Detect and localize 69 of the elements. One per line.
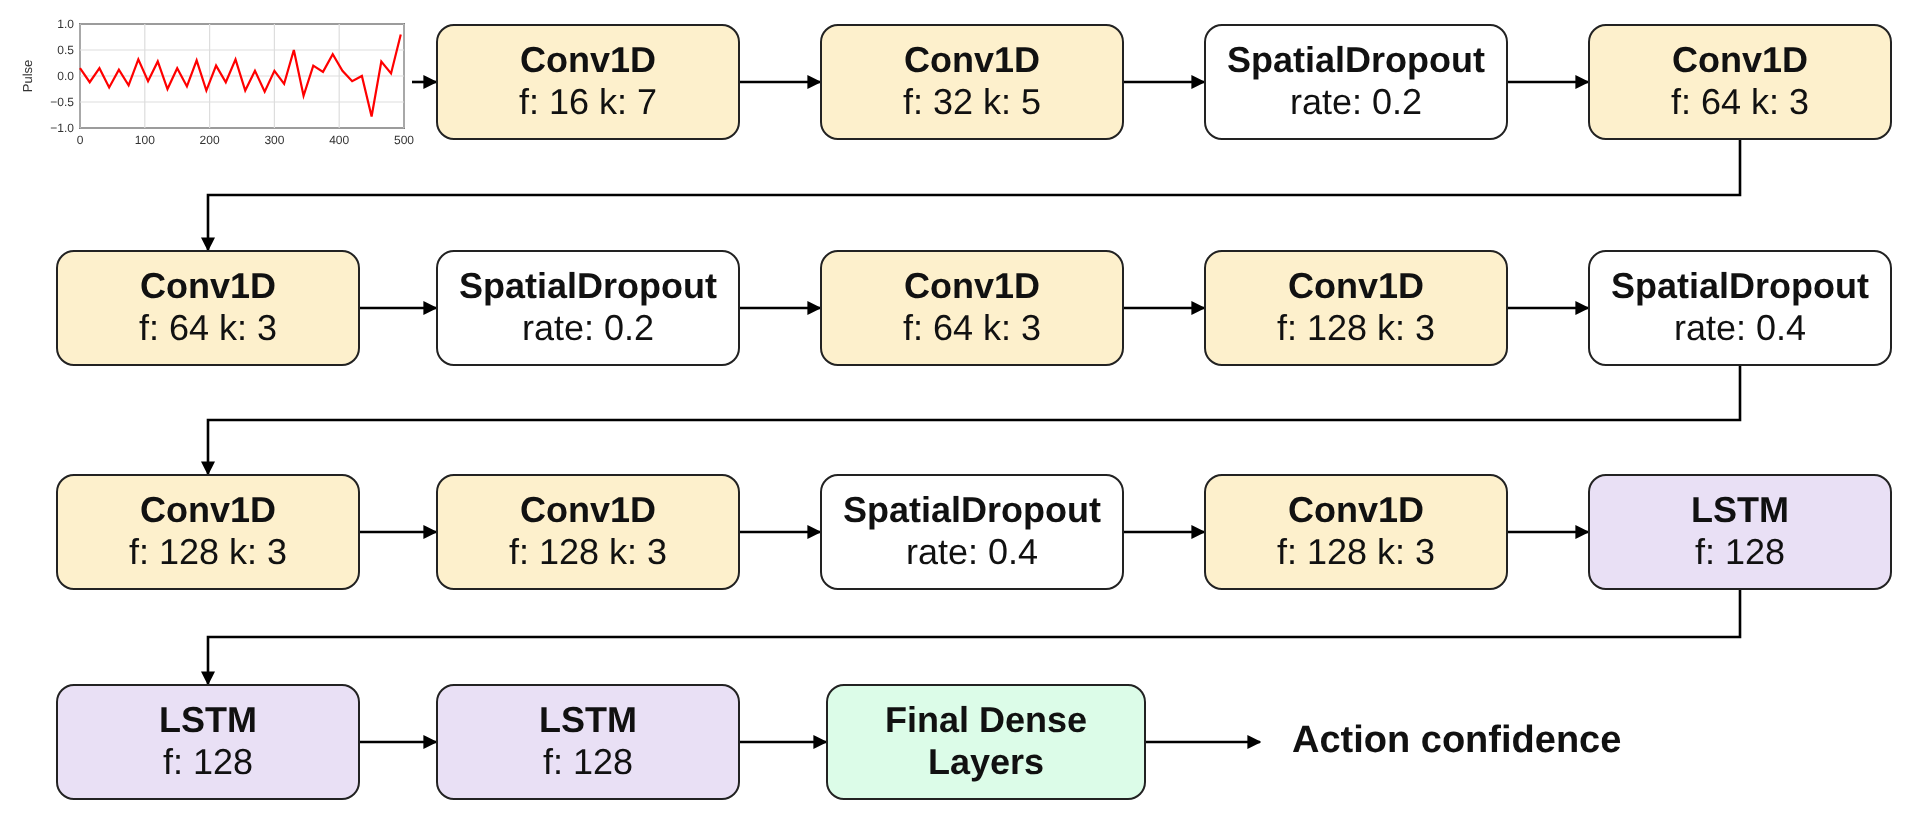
layer-name: LSTM xyxy=(1691,489,1789,532)
layer-name: Final Dense Layers xyxy=(882,700,1090,784)
layer-params: f: 64 k: 3 xyxy=(138,307,278,351)
layer-name: Conv1D xyxy=(519,39,656,82)
layer-name: Conv1D xyxy=(139,489,276,532)
arrow xyxy=(740,301,822,315)
conv-layer-box xyxy=(436,474,740,590)
layer-params: f: 128 xyxy=(542,741,634,785)
conv-layer-box xyxy=(1204,250,1508,366)
layer-params: rate: 0.2 xyxy=(521,307,655,351)
dense-layer-box xyxy=(826,684,1146,800)
layer-name: SpatialDropout xyxy=(1227,39,1485,82)
lstm-layer-box xyxy=(436,684,740,800)
arrow xyxy=(1124,301,1206,315)
layer-name: SpatialDropout xyxy=(1611,265,1869,308)
arrow xyxy=(412,75,438,89)
arrow xyxy=(201,140,1742,252)
layer-name: SpatialDropout xyxy=(459,265,717,308)
layer-name: LSTM xyxy=(539,699,637,742)
layer-name: Conv1D xyxy=(1287,489,1424,532)
layer-name: SpatialDropout xyxy=(843,489,1101,532)
conv-layer-box xyxy=(56,250,360,366)
layer-params: f: 128 xyxy=(1694,531,1786,575)
layer-name: Conv1D xyxy=(903,265,1040,308)
layer-params: f: 128 k: 3 xyxy=(128,531,288,575)
dropout-layer-box xyxy=(1588,250,1892,366)
dropout-layer-box xyxy=(1204,24,1508,140)
layer-params: rate: 0.4 xyxy=(1673,307,1807,351)
conv-layer-box xyxy=(56,474,360,590)
arrow xyxy=(360,525,438,539)
arrow xyxy=(1124,75,1206,89)
arrow xyxy=(1508,301,1590,315)
dropout-layer-box xyxy=(436,250,740,366)
arrow xyxy=(1508,75,1590,89)
layer-params: f: 128 k: 3 xyxy=(1276,307,1436,351)
layer-name: Conv1D xyxy=(1287,265,1424,308)
conv-layer-box xyxy=(436,24,740,140)
layer-name: Conv1D xyxy=(139,265,276,308)
arrow xyxy=(1508,525,1590,539)
lstm-layer-box xyxy=(1588,474,1892,590)
arrow xyxy=(740,75,822,89)
output-label: Action confidence xyxy=(1260,684,1700,800)
conv-layer-box xyxy=(1588,24,1892,140)
layer-params: f: 128 xyxy=(162,741,254,785)
conv-layer-box xyxy=(1204,474,1508,590)
layer-params: rate: 0.4 xyxy=(905,531,1039,575)
layer-name: Conv1D xyxy=(903,39,1040,82)
arrow xyxy=(201,366,1742,476)
conv-layer-box xyxy=(820,250,1124,366)
layer-params: f: 64 k: 3 xyxy=(1670,81,1810,125)
arrow xyxy=(201,590,1742,686)
layer-name: LSTM xyxy=(159,699,257,742)
layer-params: f: 16 k: 7 xyxy=(518,81,658,125)
lstm-layer-box xyxy=(56,684,360,800)
layer-params: rate: 0.2 xyxy=(1289,81,1423,125)
layer-params: f: 128 k: 3 xyxy=(508,531,668,575)
arrow xyxy=(360,735,438,749)
arrow xyxy=(740,735,828,749)
layer-params: f: 32 k: 5 xyxy=(902,81,1042,125)
layer-params: f: 64 k: 3 xyxy=(902,307,1042,351)
layer-name: Conv1D xyxy=(519,489,656,532)
arrow xyxy=(360,301,438,315)
arrow xyxy=(1124,525,1206,539)
dropout-layer-box xyxy=(820,474,1124,590)
layer-name: Conv1D xyxy=(1671,39,1808,82)
arrow xyxy=(1146,735,1262,749)
conv-layer-box xyxy=(820,24,1124,140)
layer-params: f: 128 k: 3 xyxy=(1276,531,1436,575)
arrow xyxy=(740,525,822,539)
